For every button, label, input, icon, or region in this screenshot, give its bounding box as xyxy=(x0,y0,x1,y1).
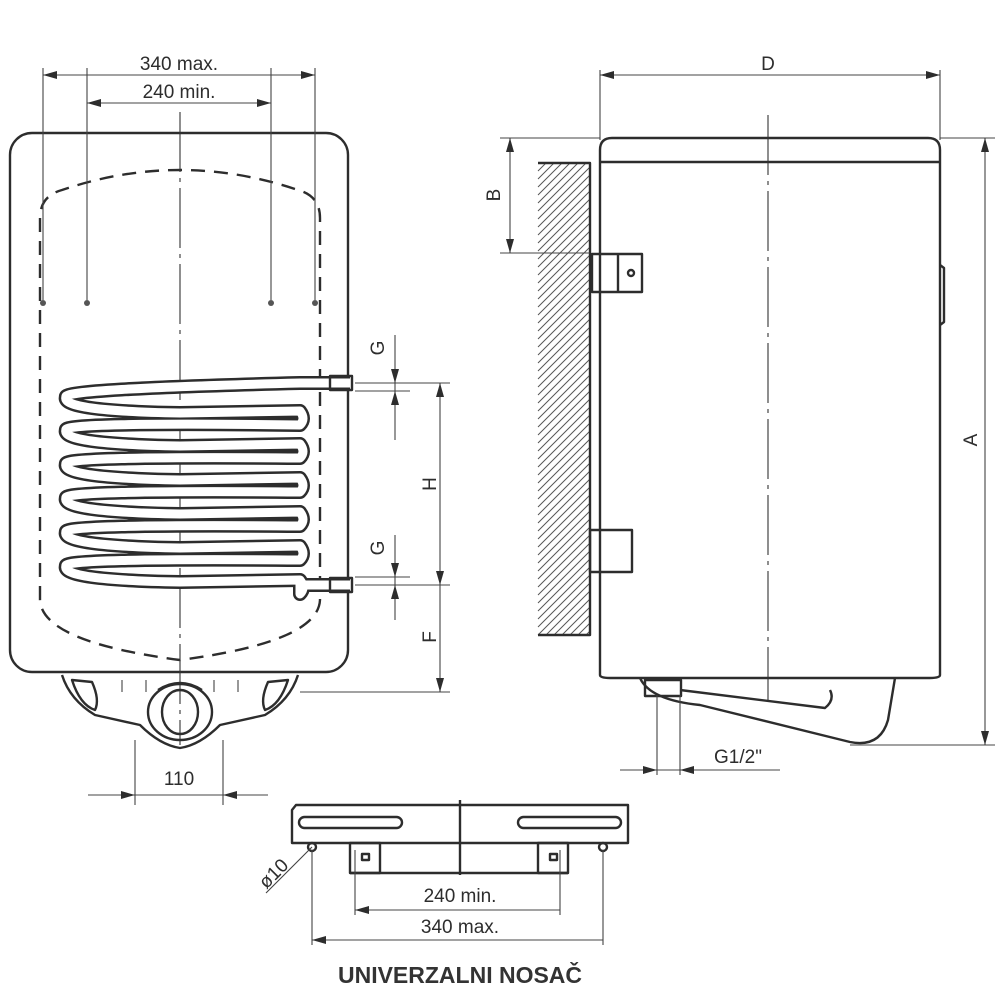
dim-a-label: A xyxy=(961,433,982,446)
arrowhead xyxy=(43,71,57,79)
wall-hatching xyxy=(537,162,591,636)
dim-340-max-label: 340 max. xyxy=(140,54,218,75)
dim-b-label: B xyxy=(484,189,505,202)
arrowhead xyxy=(981,138,989,152)
knob-inner xyxy=(160,688,200,736)
bracket-tab-right xyxy=(536,841,570,875)
connection-pipe xyxy=(643,678,683,698)
arrowhead xyxy=(436,383,444,397)
arrowhead xyxy=(506,239,514,253)
dimension-arrows xyxy=(43,71,989,944)
dim-h-label: H xyxy=(420,477,441,491)
arrowhead xyxy=(436,571,444,585)
dim-hole-label: ø10 xyxy=(255,855,293,893)
arrowhead xyxy=(87,99,101,107)
bottom-cover xyxy=(60,674,300,750)
side-label-plate xyxy=(939,264,946,326)
wall xyxy=(538,161,592,637)
arrowhead xyxy=(643,766,657,774)
arrowhead xyxy=(301,71,315,79)
arrowhead xyxy=(391,563,399,577)
arrowhead xyxy=(355,906,369,914)
arrowhead xyxy=(436,678,444,692)
coil-inlet xyxy=(328,374,354,392)
arrowhead xyxy=(600,71,614,79)
arrowhead xyxy=(391,369,399,383)
dim-bracket-340-label: 340 max. xyxy=(421,917,499,938)
cover-slot-left xyxy=(70,678,99,712)
hole-dot xyxy=(312,300,318,306)
arrowhead xyxy=(121,791,135,799)
arrowhead xyxy=(257,99,271,107)
bracket-slot-right xyxy=(516,815,623,830)
knob-arc xyxy=(157,681,203,692)
arrowhead xyxy=(223,791,237,799)
arrowhead xyxy=(506,138,514,152)
bracket-title: UNIVERZALNI NOSAČ xyxy=(338,961,582,988)
dim-f-label: F xyxy=(420,631,441,643)
dim-g-bottom-label: G xyxy=(368,541,389,556)
dim-g-top-label: G xyxy=(368,341,389,356)
side-box xyxy=(588,528,634,574)
arrowhead xyxy=(680,766,694,774)
dim-bracket-240-label: 240 min. xyxy=(424,886,497,907)
tank-side-outline xyxy=(598,136,942,680)
dim-240-min-label: 240 min. xyxy=(143,82,216,103)
arrowhead xyxy=(926,71,940,79)
mounting-hole-lines xyxy=(40,68,318,306)
universal-bracket-view: ø10 240 min. 340 max. UNIVERZALNI NOSAČ xyxy=(255,800,630,988)
cover-ticks xyxy=(121,680,239,692)
dim-110-label: 110 xyxy=(164,769,194,790)
side-bottom-cover xyxy=(638,677,897,745)
hole-dot xyxy=(268,300,274,306)
dim-g12-label: G1/2" xyxy=(714,747,762,768)
side-view: D B A G1/2" xyxy=(484,54,995,775)
cover-slot-right xyxy=(261,678,290,712)
front-view: 340 max. 240 min. 110 G H G F xyxy=(8,54,450,805)
hole-dot xyxy=(40,300,46,306)
bracket-slot-left xyxy=(297,815,404,830)
arrowhead xyxy=(391,391,399,405)
coil-outlet xyxy=(328,576,354,594)
arrowhead xyxy=(981,731,989,745)
heat-exchanger-coil xyxy=(58,374,354,601)
dim-d-label: D xyxy=(761,54,775,75)
arrowhead xyxy=(312,936,326,944)
tank-front-outline xyxy=(8,131,350,674)
inner-tank-dashed xyxy=(38,168,322,662)
hole-dot xyxy=(84,300,90,306)
arrowhead xyxy=(391,585,399,599)
